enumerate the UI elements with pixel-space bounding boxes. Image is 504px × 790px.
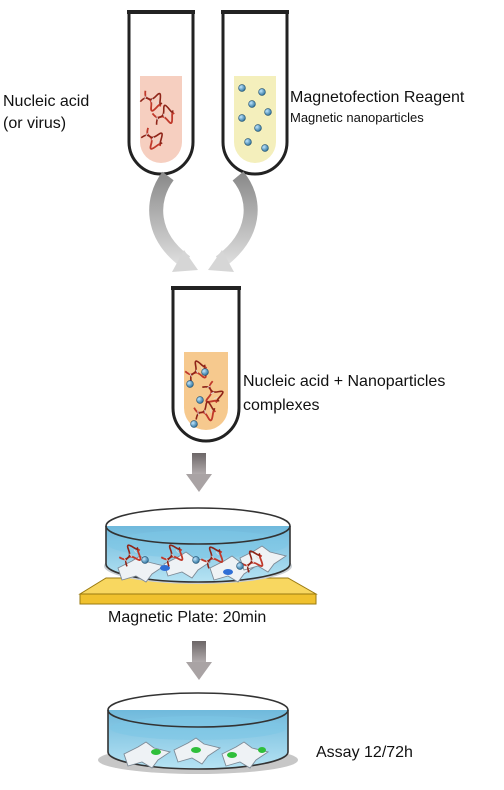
assay-label: Assay 12/72h xyxy=(316,744,413,761)
merge-arrows xyxy=(149,171,258,272)
complexes-label: Nucleic acid + Nanoparticles xyxy=(243,373,446,390)
complexes-tube xyxy=(171,286,241,443)
reagent-tube xyxy=(221,10,289,176)
magnetic-plate-dish xyxy=(78,507,318,605)
nucleic-acid-sublabel: (or virus) xyxy=(3,115,67,132)
complexes-sublabel: complexes xyxy=(243,397,320,414)
down-arrow-2 xyxy=(186,641,212,680)
nanoparticles-label: Magnetic nanoparticles xyxy=(290,110,424,125)
reagent-label: Magnetofection Reagent xyxy=(290,89,465,106)
magnetic-plate-label: Magnetic Plate: 20min xyxy=(108,609,267,626)
down-arrow-1 xyxy=(186,453,212,492)
nucleic-acid-tube xyxy=(127,10,195,176)
nucleic-acid-label: Nucleic acid xyxy=(3,93,90,110)
assay-dish xyxy=(98,692,298,774)
